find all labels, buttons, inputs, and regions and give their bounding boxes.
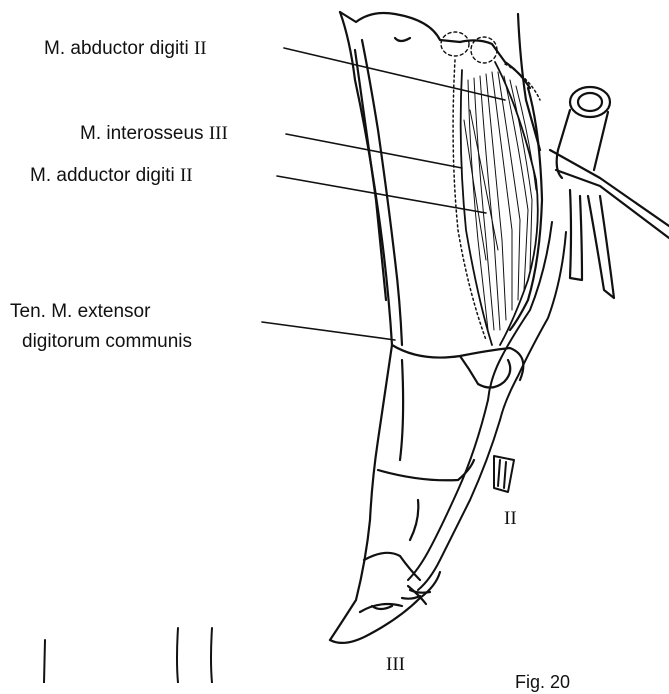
label-abductor-text: M. abductor digiti (44, 38, 189, 59)
leader-tendon (262, 322, 395, 340)
extensor-tendon (408, 222, 566, 590)
phalanges (330, 345, 523, 643)
label-tendon-extensor: Ten. M. extensor digitorum communis (10, 300, 192, 354)
vessel-stump (550, 87, 669, 298)
label-interosseus: M. interosseus III (80, 122, 228, 146)
articular-dotted-outline (441, 32, 497, 63)
label-adductor-text: M. adductor digiti (30, 165, 175, 186)
label-adductor-digiti: M. adductor digiti II (30, 164, 193, 188)
label-adductor-roman: II (180, 165, 193, 186)
leader-interosseus (286, 134, 462, 168)
figure-caption: Fig. 20 (515, 670, 570, 694)
adjacent-digit-stubs (44, 628, 212, 683)
label-interosseus-roman: III (209, 123, 228, 144)
leader-abductor (284, 48, 505, 100)
label-interosseus-text: M. interosseus (80, 123, 204, 144)
digit-two-phalanx (494, 456, 514, 492)
label-tendon-line1: Ten. M. extensor (10, 300, 192, 324)
label-tendon-line2: digitorum communis (10, 330, 192, 354)
digit-label-two: II (504, 508, 517, 530)
label-abductor-digiti: M. abductor digiti II (44, 37, 207, 61)
label-abductor-roman: II (194, 38, 207, 59)
digit-label-three: III (386, 654, 405, 676)
